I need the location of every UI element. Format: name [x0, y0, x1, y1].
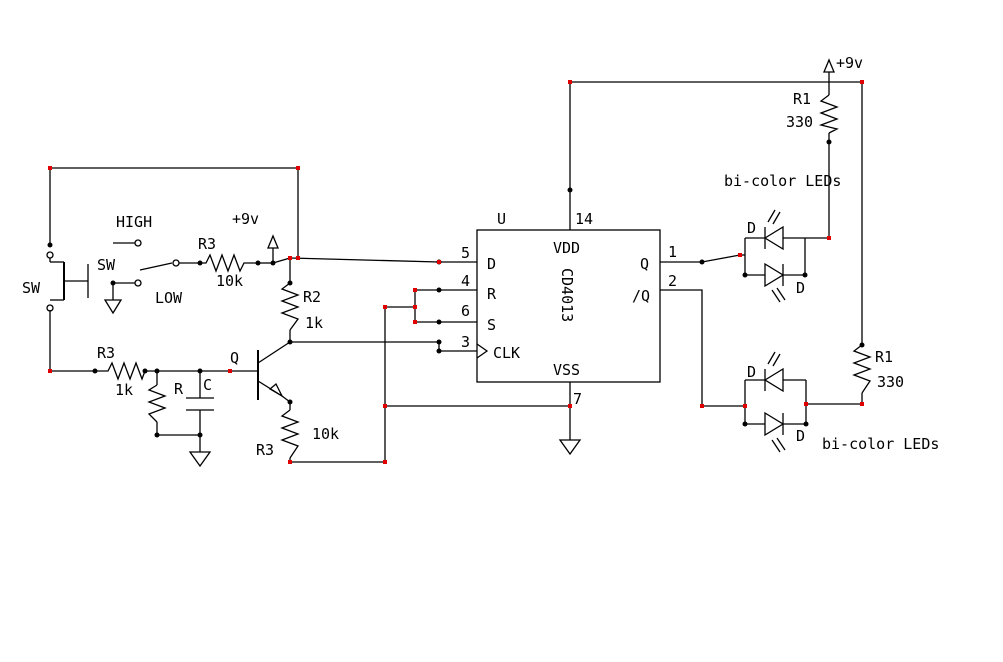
r1-bottom-name: R1	[875, 348, 893, 366]
push-button-switch	[46, 251, 89, 312]
pin-5-label: 5	[461, 244, 470, 262]
r3-bottom-name: R3	[256, 441, 274, 459]
led-d3-label: D	[747, 363, 756, 381]
led-pair-top	[740, 209, 829, 303]
pin-6-label: 6	[461, 302, 470, 320]
ic-vdd-label: VDD	[553, 239, 580, 257]
vcc-right-label: +9v	[836, 54, 863, 72]
r3-left-name: R3	[97, 344, 115, 362]
r3-left-value: 1k	[115, 381, 133, 399]
wires-left	[49, 167, 299, 452]
transistor-q	[257, 341, 291, 403]
pin-7-label: 7	[573, 390, 582, 408]
ic-cd4013-body	[476, 229, 661, 383]
pin-1-label: 1	[668, 243, 677, 261]
bicolor-bottom-label: bi-color LEDs	[822, 435, 939, 453]
led-d4-label: D	[796, 427, 805, 445]
pin-q-label: Q	[640, 255, 649, 273]
pin-r-label: R	[487, 285, 497, 303]
r-name: R	[174, 380, 184, 398]
pin-s-label: S	[487, 316, 496, 334]
resistor-r	[147, 384, 167, 423]
high-label: HIGH	[116, 213, 152, 231]
led-d2-label: D	[796, 279, 805, 297]
r2-value: 1k	[305, 314, 323, 332]
toggle-switch	[103, 239, 200, 315]
sw-push-label: SW	[22, 279, 41, 297]
ic-name-label: CD4013	[558, 268, 576, 322]
junction-dots	[47, 139, 865, 438]
pin-nq-label: /Q	[632, 287, 650, 305]
r2-name: R2	[303, 288, 321, 306]
led-pair-bottom	[744, 351, 862, 453]
ic-pin-wires	[414, 82, 745, 456]
resistor-r1-top	[818, 94, 839, 134]
r3-bottom-value: 10k	[312, 425, 339, 443]
bicolor-top-label: bi-color LEDs	[724, 172, 841, 190]
node-markers	[48, 80, 864, 464]
pin-clk-label: CLK	[493, 344, 520, 362]
resistor-r3-left	[95, 361, 146, 381]
led-d1-label: D	[747, 219, 756, 237]
r1-top-name: R1	[793, 90, 811, 108]
pin-3-label: 3	[461, 333, 470, 351]
q-name: Q	[230, 349, 239, 367]
r3-top-value: 10k	[216, 272, 243, 290]
pin-d-label: D	[487, 255, 496, 273]
capacitor-c	[186, 397, 214, 411]
ic-ref-label: U	[497, 210, 506, 228]
c-name: C	[203, 376, 212, 394]
ic-vss-label: VSS	[553, 361, 580, 379]
r3-top-name: R3	[198, 235, 216, 253]
wires-right-supply	[570, 58, 863, 404]
ground-left	[188, 451, 212, 468]
pin-2-label: 2	[668, 272, 677, 290]
resistor-r3-bottom	[280, 409, 300, 459]
r1-bottom-value: 330	[877, 373, 904, 391]
vcc-left-label: +9v	[232, 210, 259, 228]
resistor-r2	[280, 282, 300, 331]
clk-marker	[476, 343, 489, 359]
sw-toggle-label: SW	[97, 256, 116, 274]
wire-to-d	[289, 257, 477, 263]
low-label: LOW	[155, 289, 183, 307]
pin-14-label: 14	[575, 210, 593, 228]
pin-4-label: 4	[461, 272, 470, 290]
r1-top-value: 330	[786, 113, 813, 131]
resistor-r1-bottom	[852, 344, 872, 394]
